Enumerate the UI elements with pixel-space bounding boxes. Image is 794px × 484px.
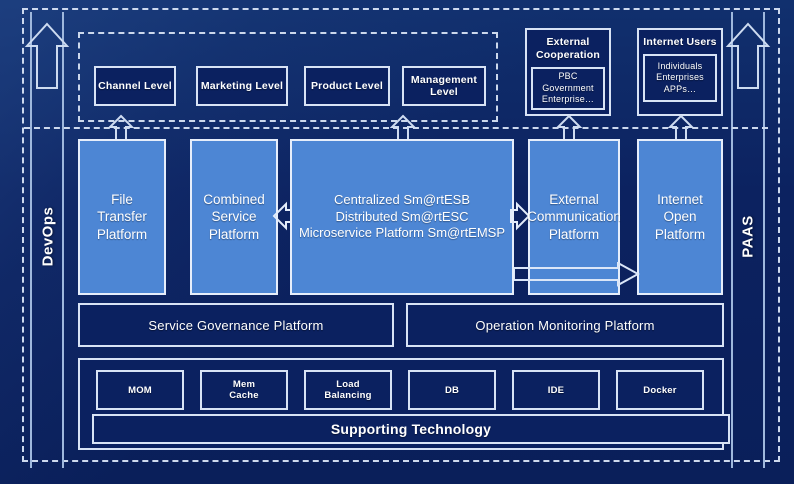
- tech-box-docker[interactable]: Docker: [616, 370, 704, 410]
- tech-box-load-balancing[interactable]: Load Balancing: [304, 370, 392, 410]
- platform-core-line-1: Centralized Sm@rtESB: [333, 192, 471, 208]
- internet-users-inner: Individuals Enterprises APPs…: [643, 54, 717, 103]
- level-box-marketing[interactable]: Marketing Level: [196, 66, 288, 106]
- right-arrow-icon-core-to-external: [510, 201, 531, 231]
- tech-box-mom[interactable]: MOM: [96, 370, 184, 410]
- platform-internet-open-line-2: Open: [663, 209, 697, 225]
- internet-users-box[interactable]: Internet Users Individuals Enterprises A…: [637, 28, 723, 116]
- platform-core-esb[interactable]: Centralized Sm@rtESB Distributed Sm@rtES…: [290, 139, 514, 295]
- devops-label: DevOps: [39, 206, 57, 267]
- level-label-management: Management Level: [410, 74, 478, 98]
- level-label-product: Product Level: [310, 80, 384, 92]
- platform-file-transfer-line-3: Platform: [96, 226, 148, 242]
- platform-core-line-2: Distributed Sm@rtESC: [335, 208, 469, 224]
- internet-users-title: Internet Users: [643, 36, 717, 48]
- service-governance-platform-box[interactable]: Service Governance Platform: [78, 303, 394, 347]
- platform-combined-service[interactable]: Combined Service Platform: [190, 139, 278, 295]
- level-label-marketing: Marketing Level: [200, 80, 284, 92]
- up-arrow-icon-internet-users: [668, 114, 694, 140]
- platform-combined-service-line-3: Platform: [208, 226, 260, 242]
- tech-label-mem-cache-line-2: Cache: [229, 390, 259, 401]
- paas-up-arrow-icon: [725, 22, 771, 89]
- level-box-channel[interactable]: Channel Level: [94, 66, 176, 106]
- platform-internet-open[interactable]: Internet Open Platform: [637, 139, 723, 295]
- paas-label: PAAS: [739, 215, 757, 258]
- external-cooperation-inner: PBC Government Enterprise…: [531, 67, 605, 110]
- platform-file-transfer-line-2: Transfer: [97, 209, 147, 225]
- tech-label-load-balancing-line-2: Balancing: [324, 390, 372, 401]
- supporting-technology-bar[interactable]: Supporting Technology: [92, 414, 730, 444]
- platform-core-line-3: Microservice Platform Sm@rtEMSP: [298, 225, 506, 241]
- devops-up-arrow-icon: [24, 22, 70, 89]
- operation-monitoring-platform-label: Operation Monitoring Platform: [475, 317, 655, 333]
- tech-label-load-balancing-line-1: Load: [336, 379, 360, 390]
- platform-internet-open-line-1: Internet: [657, 192, 703, 208]
- up-arrow-icon-external-cooperation: [556, 114, 582, 140]
- tech-box-ide[interactable]: IDE: [512, 370, 600, 410]
- supporting-technology-label: Supporting Technology: [330, 421, 492, 437]
- tech-label-docker: Docker: [643, 384, 677, 396]
- service-governance-platform-label: Service Governance Platform: [148, 317, 324, 333]
- level-box-product[interactable]: Product Level: [304, 66, 390, 106]
- tech-label-mom: MOM: [128, 384, 152, 396]
- up-arrow-icon-channel: [108, 114, 134, 140]
- tech-label-ide: IDE: [547, 384, 565, 396]
- external-cooperation-title: External Cooperation: [535, 36, 601, 62]
- platform-file-transfer[interactable]: File Transfer Platform: [78, 139, 166, 295]
- tech-box-db[interactable]: DB: [408, 370, 496, 410]
- platform-external-comm-line-2: Communication: [527, 209, 621, 225]
- platform-external-communication[interactable]: External Communication Platform: [527, 139, 621, 295]
- level-label-channel: Channel Level: [98, 80, 172, 92]
- platform-combined-service-line-1: Combined: [203, 192, 265, 208]
- devops-band: [30, 12, 64, 468]
- tech-box-mem-cache[interactable]: Mem Cache: [200, 370, 288, 410]
- paas-band: [731, 12, 765, 468]
- platform-external-comm-line-1: External: [549, 192, 599, 208]
- operation-monitoring-platform-box[interactable]: Operation Monitoring Platform: [406, 303, 724, 347]
- external-cooperation-box[interactable]: External Cooperation PBC Government Ente…: [525, 28, 611, 116]
- platform-combined-service-line-2: Service: [211, 209, 257, 225]
- level-box-management[interactable]: Management Level: [402, 66, 486, 106]
- up-arrow-icon-management: [390, 114, 416, 140]
- platform-file-transfer-line-1: File: [111, 192, 133, 208]
- platform-internet-open-line-3: Platform: [654, 226, 706, 242]
- tech-label-mem-cache-line-1: Mem: [232, 379, 256, 390]
- long-right-arrow-icon-core-to-internet-open: [514, 262, 640, 287]
- platform-external-comm-line-3: Platform: [548, 226, 600, 242]
- business-levels-group: Channel Level Marketing Level Product Le…: [78, 32, 498, 122]
- tech-label-db: DB: [444, 384, 460, 396]
